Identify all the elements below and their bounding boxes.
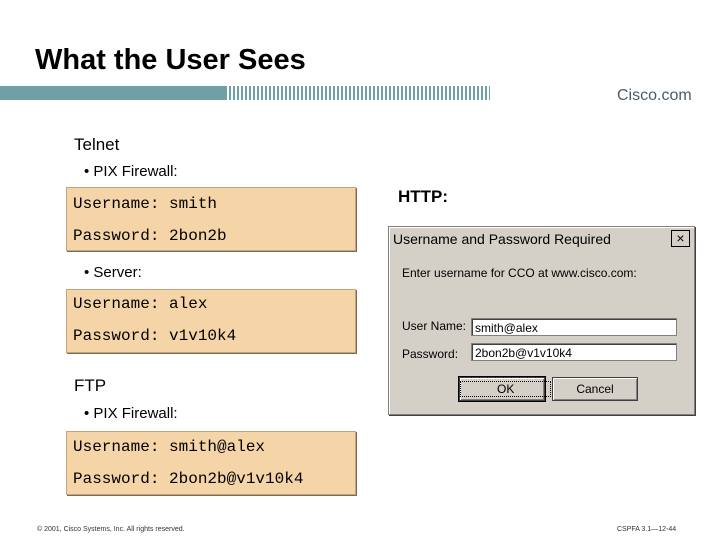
telnet-server-username: Username: alex [73, 295, 208, 313]
telnet-server-bullet: • Server: [84, 264, 142, 281]
http-heading: HTTP: [398, 187, 449, 206]
ftp-password: Password: 2bon2b@v1v10k4 [73, 470, 304, 488]
telnet-server-credentials-box: Username: alex Password: v1v10k4 [66, 289, 356, 353]
cisco-logo: Cisco.com [617, 87, 692, 104]
ftp-heading: FTP [74, 376, 107, 395]
telnet-heading: Telnet [74, 135, 120, 154]
login-dialog: Username and Password Required × Enter u… [388, 226, 695, 415]
dialog-title: Username and Password Required [393, 231, 611, 247]
telnet-pix-username: Username: smith [73, 195, 218, 213]
dialog-prompt: Enter username for CCO at www.cisco.com: [402, 266, 637, 280]
ftp-credentials-box: Username: smith@alex Password: 2bon2b@v1… [66, 431, 356, 495]
cancel-button[interactable]: Cancel [552, 377, 638, 401]
telnet-pix-password: Password: 2bon2b [73, 227, 227, 245]
telnet-server-password: Password: v1v10k4 [73, 327, 237, 345]
header-bar [0, 86, 225, 100]
password-field[interactable]: 2bon2b@v1v10k4 [471, 343, 677, 361]
slide-title: What the User Sees [35, 44, 306, 76]
username-field[interactable]: smith@alex [471, 318, 677, 336]
username-label: User Name: [402, 319, 467, 333]
telnet-pix-bullet: • PIX Firewall: [84, 163, 178, 180]
ok-button-label: OK [460, 381, 552, 397]
header-bar-stripes [225, 86, 490, 100]
copyright-footer: © 2001, Cisco Systems, Inc. All rights r… [37, 526, 185, 533]
ftp-username: Username: smith@alex [73, 438, 266, 456]
ftp-pix-bullet: • PIX Firewall: [84, 405, 178, 422]
password-label: Password: [402, 347, 459, 361]
telnet-pix-credentials-box: Username: smith Password: 2bon2b [66, 187, 356, 251]
ok-button[interactable]: OK [458, 376, 552, 402]
close-button[interactable]: × [671, 230, 690, 247]
course-reference: CSPFA 3.1—12-44 [617, 526, 677, 533]
